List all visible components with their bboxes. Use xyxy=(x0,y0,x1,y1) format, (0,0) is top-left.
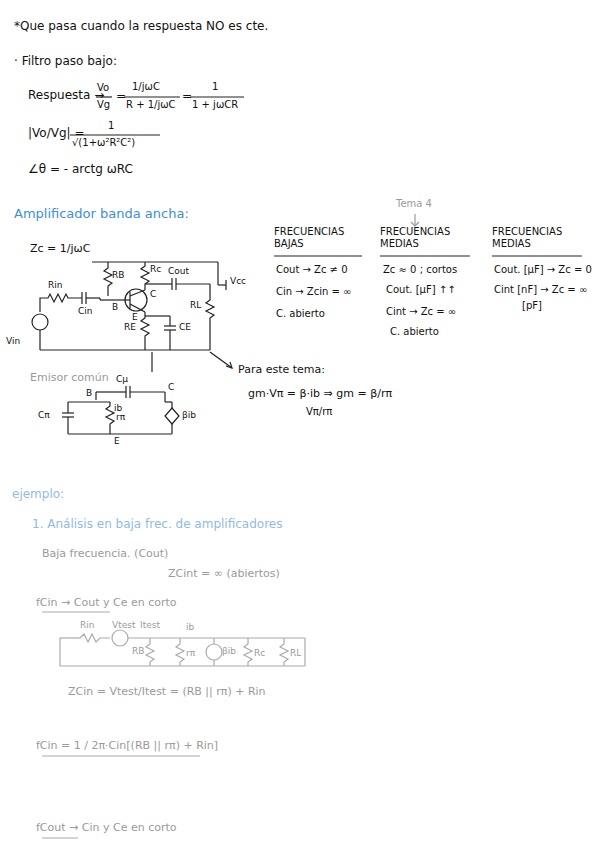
note-text: [pF] xyxy=(522,300,542,312)
note-text: Respuesta → xyxy=(28,89,104,103)
note-text: · Filtro paso bajo: xyxy=(14,55,117,69)
note-text: Amplificador banda ancha: xyxy=(14,207,189,222)
note-text: Para este tema: xyxy=(238,364,325,377)
note-text: Cout. [μF] → Zc = 0 xyxy=(494,264,592,276)
note-text: FRECUENCIAS BAJAS xyxy=(274,226,364,249)
note-text: Vπ/rπ xyxy=(306,406,332,418)
note-text: = xyxy=(182,90,192,104)
note-text: B xyxy=(112,302,118,312)
note-text: Itest xyxy=(140,620,160,630)
note-text: Cin → Zcin = ∞ xyxy=(276,286,351,298)
note-text: RE xyxy=(124,322,136,332)
note-text: Cout xyxy=(168,266,189,276)
note-text: gm·Vπ = β·ib ⇒ gm = β/rπ xyxy=(248,388,392,401)
note-text: Rc xyxy=(150,264,161,274)
note-text: Cout. [μF] ↑↑ xyxy=(386,284,456,296)
note-text: FRECUENCIAS MEDIAS xyxy=(492,226,582,249)
note-text: Vin xyxy=(6,336,20,346)
note-text: RB xyxy=(112,270,124,280)
note-text: 1/jωC xyxy=(132,81,160,93)
note-text: 1 xyxy=(212,81,218,93)
table-rules xyxy=(274,214,582,256)
note-text: ZCint = ∞ (abiertos) xyxy=(168,568,280,581)
note-text: C. abierto xyxy=(276,308,325,320)
note-text: Vcc xyxy=(230,276,246,286)
note-text: Zc = 1/jωC xyxy=(30,243,90,256)
note-text: Cin xyxy=(78,306,93,316)
note-text: ∠θ = - arctg ωRC xyxy=(28,163,133,177)
note-text: RL xyxy=(290,648,301,658)
note-text: E xyxy=(132,312,138,322)
note-text: ib xyxy=(186,622,194,632)
note-text: B xyxy=(86,388,92,398)
note-text: Vg xyxy=(97,99,110,111)
note-text: RL xyxy=(190,300,201,310)
note-text: Cμ xyxy=(116,374,128,384)
note-text: ib xyxy=(114,403,122,413)
fraction-bars xyxy=(70,97,244,135)
note-text: rπ xyxy=(186,648,195,658)
note-text: C xyxy=(168,382,174,392)
note-text: Rc xyxy=(254,648,265,658)
note-text: Rin xyxy=(48,280,62,290)
note-text: rπ xyxy=(116,412,125,422)
note-text: Cint → Zc = ∞ xyxy=(386,306,456,318)
small-signal-model xyxy=(62,386,179,434)
test-circuit xyxy=(42,612,305,838)
note-text: E xyxy=(114,436,120,446)
note-text: CE xyxy=(179,322,191,332)
note-text: 1 xyxy=(108,120,114,132)
note-text: = xyxy=(116,90,126,104)
note-text: FRECUENCIAS MEDIAS xyxy=(380,226,470,249)
note-text: fCout → Cin y Ce en corto xyxy=(36,822,177,835)
note-text: √(1+ω²R²C²) xyxy=(72,137,135,149)
note-text: βib xyxy=(182,410,196,420)
note-text: Vtest xyxy=(112,620,135,630)
note-text: Cint [nF] → Zc = ∞ xyxy=(494,284,587,296)
note-text: βib xyxy=(222,646,236,656)
note-text: RB xyxy=(132,646,144,656)
note-text: Rin xyxy=(80,620,94,630)
note-text: C. abierto xyxy=(390,326,439,338)
note-text: fCin = 1 / 2π·Cin[(RB || rπ) + Rin] xyxy=(36,740,218,753)
note-text: Cout → Zc ≠ 0 xyxy=(276,264,348,276)
note-text: R + 1/jωC xyxy=(126,99,176,111)
note-text: Cπ xyxy=(38,410,50,420)
note-text: ejemplo: xyxy=(12,488,64,502)
note-text: Zc ≈ 0 ; cortos xyxy=(383,264,457,276)
note-text: Baja frecuencia. (Cout) xyxy=(42,548,168,561)
note-text: Tema 4 xyxy=(396,198,432,210)
note-text: *Que pasa cuando la respuesta NO es cte. xyxy=(14,20,268,34)
note-text: 1 + jωCR xyxy=(192,99,238,111)
note-text: fCin → Cout y Ce en corto xyxy=(36,597,177,610)
note-text: Vo xyxy=(97,82,109,94)
note-text: 1. Análisis en baja frec. de amplificado… xyxy=(32,518,282,532)
note-text: ZCin = Vtest/Itest = (RB || rπ) + Rin xyxy=(68,686,266,699)
note-text: C xyxy=(150,289,156,299)
amplifier-schematic xyxy=(32,262,232,372)
note-text: Emisor común xyxy=(30,372,109,385)
